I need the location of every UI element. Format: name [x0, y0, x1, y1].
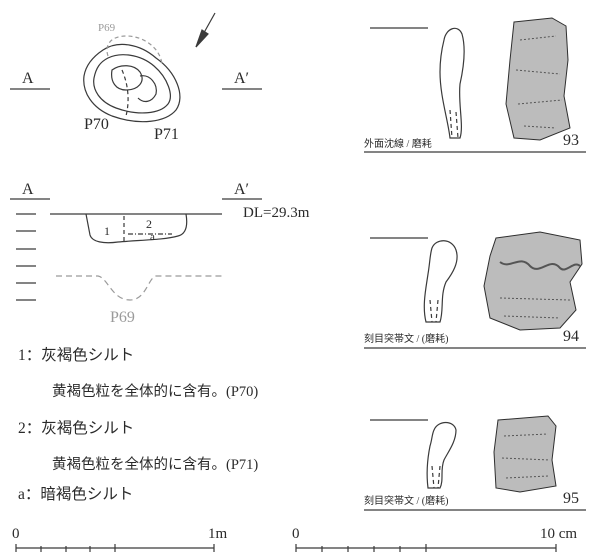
pit-bottom-p71: [137, 75, 157, 103]
scale-left-end: 1m: [208, 526, 228, 542]
north-arrow-head: [195, 29, 209, 48]
section-label-a: A: [22, 181, 34, 198]
scale-right-zero: 0: [292, 526, 300, 542]
plan-label-a: A: [22, 70, 34, 87]
section-label-a-prime: A′: [234, 181, 250, 198]
sherd-94-profile: [423, 240, 458, 323]
sherd-94-number: 94: [563, 328, 579, 345]
scale-right-end: 10 cm: [540, 526, 578, 542]
sherd-95-caption: 刻目突帯文 / (磨耗): [364, 496, 449, 507]
section-label-p69: P69: [110, 309, 135, 326]
plan-label-p69: P69: [98, 22, 116, 34]
sherd-94-texture: [499, 297, 571, 319]
scale-left-zero: 0: [12, 526, 20, 542]
legend-layer-1-note: 黄褐色粒を全体的に含有。(P70): [52, 384, 259, 400]
p69-section-outline: [56, 275, 224, 301]
legend-layer-a: a：暗褐色シルト: [18, 486, 134, 503]
sherd-93-break: [449, 109, 459, 139]
sherd-95-texture: [501, 433, 551, 479]
layer-2-label: 2: [146, 217, 152, 231]
sherd-93-number: 93: [563, 132, 579, 149]
sherd-94-notched-band: [499, 260, 581, 271]
legend-layer-2: 2：灰褐色シルト: [18, 420, 135, 437]
legend-layer-2-note: 黄褐色粒を全体的に含有。(P71): [52, 457, 259, 473]
sherd-93-rubbing: [505, 17, 571, 141]
plan-label-a-prime: A′: [234, 70, 250, 87]
datum-level: DL=29.3m: [243, 205, 310, 221]
pit-outline-inner: [93, 54, 171, 114]
pit-outline-outer: [83, 43, 181, 123]
sherd-93-profile: [439, 27, 465, 139]
sherd-93-caption: 外面沈線 / 磨耗: [364, 139, 432, 150]
sherd-95-break: [431, 465, 441, 489]
sherd-95-number: 95: [563, 490, 579, 507]
sherd-95-profile: [426, 421, 457, 489]
legend-layer-1: 1：灰褐色シルト: [18, 347, 135, 364]
plan-label-p70: P70: [84, 116, 109, 133]
sherd-94-rubbing: [483, 231, 583, 331]
plan-label-p71: P71: [154, 126, 179, 143]
pit-boundary-dashed: [121, 69, 129, 117]
sherd-95-rubbing: [493, 415, 557, 493]
sherd-94-caption: 刻目突帯文 / (磨耗): [364, 334, 449, 345]
p69-plan-outline: [106, 35, 163, 65]
layer-a-label: a: [150, 231, 155, 243]
sherd-94-break: [429, 299, 439, 323]
section-profile: [85, 213, 188, 244]
pit-bottom-p70: [111, 65, 143, 91]
layer-1-label: 1: [104, 224, 110, 238]
